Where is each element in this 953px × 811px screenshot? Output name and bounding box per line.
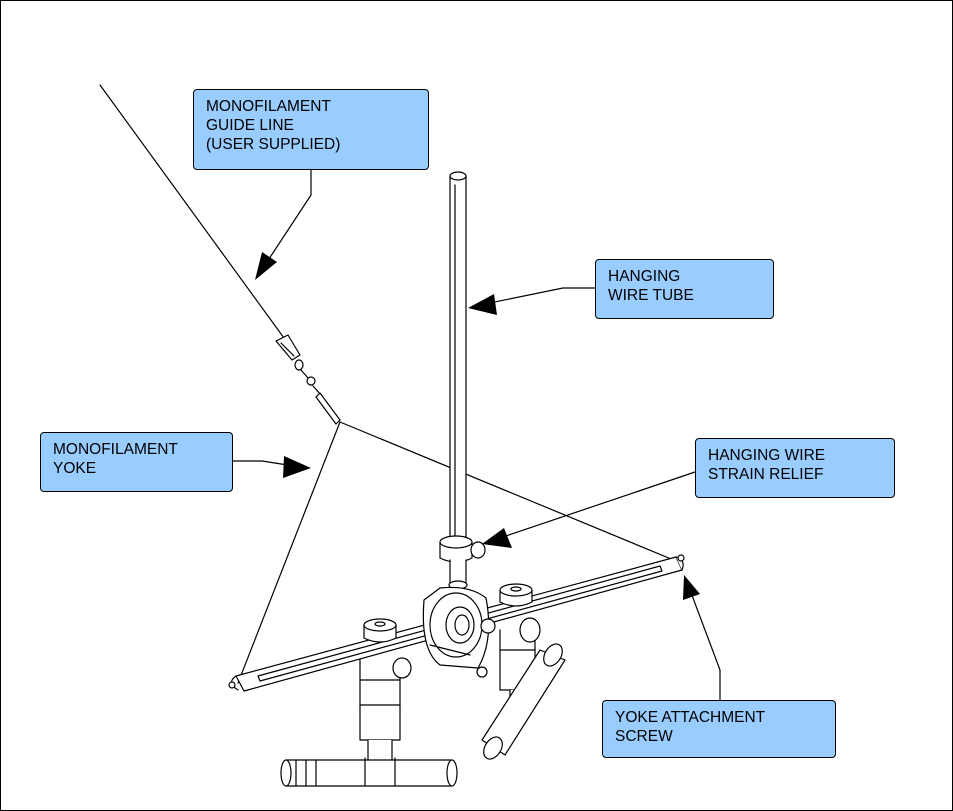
callout-line: MONOFILAMENT (53, 441, 178, 458)
callout-line: WIRE TUBE (608, 287, 694, 304)
callout-line: YOKE (53, 460, 97, 477)
callout-line: MONOFILAMENT (206, 98, 331, 115)
right-clamp-knob (499, 583, 533, 607)
arrowhead-wire-tube (468, 294, 497, 315)
hanging-wire-tube (449, 171, 467, 546)
left-microphone (280, 757, 458, 787)
leader-guide-line (264, 169, 312, 266)
callout-line: HANGING WIRE (708, 447, 826, 464)
left-mic-clamp (359, 657, 412, 766)
yoke-line-right (339, 421, 677, 562)
callout-yoke-attachment-screw: YOKE ATTACHMENT SCREW (602, 700, 836, 758)
arrowhead-guide-line (255, 252, 277, 280)
callout-line: SCREW (615, 728, 673, 745)
callout-monofilament-yoke: MONOFILAMENT YOKE (40, 432, 233, 492)
callout-line: YOKE ATTACHMENT (615, 709, 766, 726)
callout-hanging-wire-tube: HANGING WIRE TUBE (595, 259, 774, 319)
callout-line: (USER SUPPLIED) (206, 136, 341, 153)
callout-line: GUIDE LINE (206, 117, 294, 134)
left-clamp-knob (363, 618, 397, 643)
arrowhead-strain-relief (482, 528, 512, 548)
arrowhead-yoke (283, 456, 311, 478)
leader-yoke (232, 460, 295, 467)
callout-hanging-wire-strain-relief: HANGING WIRE STRAIN RELIEF (695, 438, 895, 498)
center-hub (422, 586, 496, 678)
callout-line: HANGING (608, 268, 681, 285)
leader-attachment-screw (689, 589, 721, 701)
leader-wire-tube (479, 287, 596, 306)
guide-line (99, 84, 285, 339)
right-microphone (481, 643, 566, 760)
leader-strain-relief (499, 471, 696, 539)
yoke-line-left (237, 421, 341, 684)
callout-monofilament-guide-line: MONOFILAMENT GUIDE LINE (USER SUPPLIED) (193, 89, 429, 170)
callout-line: STRAIN RELIEF (708, 466, 824, 483)
strain-relief-collar (439, 535, 486, 590)
snap-swivel (275, 334, 341, 425)
arrowhead-attachment-screw (683, 575, 700, 600)
